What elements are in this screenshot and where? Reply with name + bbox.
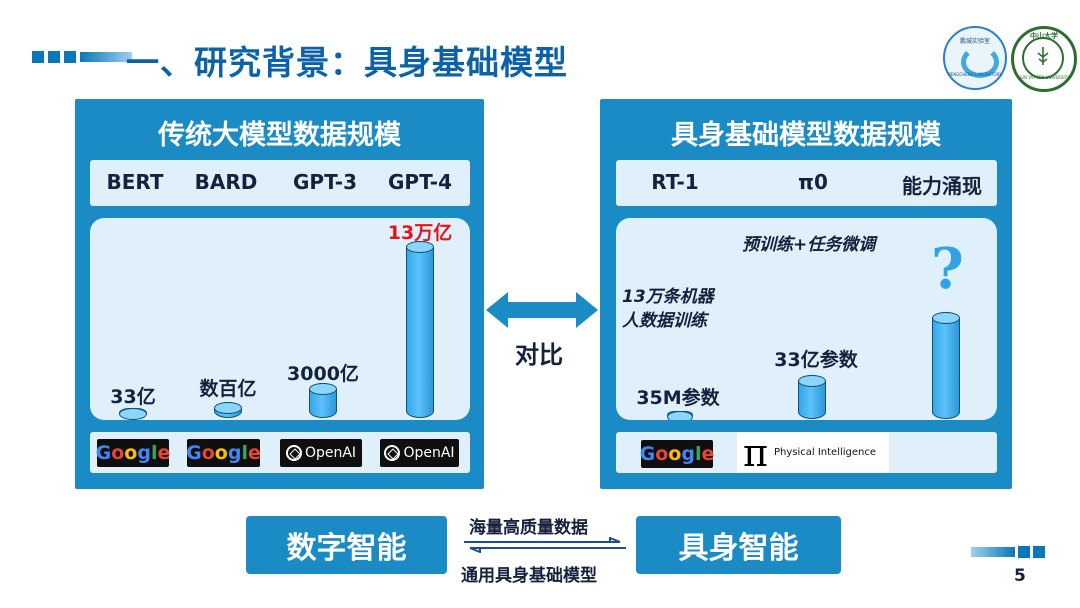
- digital-intelligence-box: 数字智能: [246, 516, 447, 574]
- openai-knot-icon: [285, 445, 302, 461]
- google-logo-text: Google: [639, 443, 715, 465]
- left-model-names: BERT BARD GPT-3 GPT-4: [90, 160, 470, 206]
- arrow-bottom-label: 通用具身基础模型: [461, 566, 597, 586]
- sysu-ring: [1022, 37, 1064, 79]
- lab-swirl-icon: [961, 46, 999, 78]
- scale-label-rt1: 35M参数: [636, 387, 720, 409]
- scale-label-gpt4: 13万亿: [387, 222, 453, 244]
- google-logo: Google: [186, 439, 261, 467]
- annotation-robot-data-1: 13万条机器: [622, 287, 714, 307]
- header-decoration: [32, 51, 132, 63]
- lab-logo-en: PENGCHENG LABORATORY: [948, 72, 1002, 77]
- openai-logo: OpenAI: [380, 439, 459, 467]
- page-number: 5: [1014, 566, 1026, 586]
- cylinder-pi0: [798, 375, 826, 419]
- model-name-bert: BERT: [106, 170, 164, 194]
- uni-logo-en: SUN YAT-SEN UNIVERSITY: [1018, 75, 1070, 80]
- scale-label-bard: 数百亿: [199, 378, 257, 400]
- right-company-logos: Google π Physical Intelligence: [616, 432, 997, 473]
- arrow-top-label: 海量高质量数据: [469, 518, 588, 538]
- google-logo: Google: [95, 439, 171, 467]
- exchange-arrows-icon: [464, 537, 626, 553]
- model-name-gpt4: GPT-4: [388, 170, 452, 194]
- header-square: [64, 51, 76, 63]
- cylinder-bard: [214, 402, 242, 418]
- openai-knot-icon: [384, 445, 401, 461]
- header-bar: [80, 52, 132, 62]
- right-panel-title: 具身基础模型数据规模: [671, 120, 941, 151]
- scale-label-pi0: 33亿参数: [774, 349, 858, 371]
- openai-logo-text: OpenAI: [304, 445, 357, 461]
- cylinder-bert: [119, 408, 147, 420]
- model-name-emergence: 能力涌现: [902, 174, 982, 198]
- google-logo: Google: [639, 440, 715, 468]
- model-name-pi0: π0: [798, 170, 828, 194]
- cylinder-gpt4: [406, 241, 434, 418]
- google-logo-text: Google: [95, 442, 171, 464]
- openai-logo-text: OpenAI: [403, 445, 455, 461]
- embodied-model-panel: 具身基础模型数据规模 RT-1 π0 能力涌现 预训练+任务微调 13万条机器 …: [600, 99, 1012, 489]
- openai-logo: OpenAI: [280, 439, 362, 467]
- physical-intelligence-logo: π Physical Intelligence: [737, 432, 889, 473]
- footer-square: [1018, 546, 1030, 558]
- annotation-robot-data-2: 人数据训练: [622, 311, 707, 331]
- question-mark-icon: ?: [931, 236, 964, 302]
- left-scale-chart: 33亿 数百亿 3000亿 13万亿: [90, 218, 470, 420]
- embodied-intelligence-box: 具身智能: [636, 516, 841, 574]
- header-square: [48, 51, 60, 63]
- scale-label-bert: 33亿: [110, 386, 156, 408]
- page-title: 一、研究背景：具身基础模型: [126, 43, 568, 82]
- right-model-names: RT-1 π0 能力涌现: [616, 160, 997, 206]
- compare-label: 对比: [515, 341, 563, 369]
- pengcheng-lab-logo: 鹏城实验室 PENGCHENG LABORATORY: [943, 26, 1007, 90]
- cylinder-emergence: [932, 312, 960, 419]
- model-name-rt1: RT-1: [651, 170, 699, 194]
- header-square: [32, 51, 44, 63]
- sysu-emblem-icon: [1037, 47, 1049, 65]
- google-logo-text: Google: [186, 442, 261, 464]
- model-name-gpt3: GPT-3: [293, 170, 357, 194]
- model-name-bard: BARD: [194, 170, 258, 194]
- scale-label-gpt3: 3000亿: [287, 363, 359, 385]
- lab-logo-cn: 鹏城实验室: [959, 38, 990, 45]
- cylinder-rt1: [667, 411, 693, 420]
- left-company-logos: Google Google OpenAI OpenAI: [90, 432, 470, 473]
- physical-intelligence-text: Physical Intelligence: [773, 447, 877, 458]
- annotation-pretrain-finetune: 预训练+任务微调: [742, 235, 876, 255]
- sysu-logo: 中山大学 SUN YAT-SEN UNIVERSITY: [1011, 26, 1077, 92]
- footer-decoration: [971, 546, 1045, 558]
- double-arrow-icon: [486, 292, 598, 328]
- uni-logo-cn: 中山大学: [1030, 32, 1058, 40]
- right-scale-chart: 预训练+任务微调 13万条机器 人数据训练 ? 35M参数 33亿参数: [616, 218, 997, 420]
- traditional-llm-panel: 传统大模型数据规模 BERT BARD GPT-3 GPT-4 33亿 数百亿 …: [75, 99, 484, 489]
- pi-icon: π: [743, 430, 768, 475]
- footer-square: [1033, 546, 1045, 558]
- cylinder-gpt3: [309, 383, 337, 418]
- footer-bar: [971, 547, 1015, 557]
- left-panel-title: 传统大模型数据规模: [158, 120, 401, 151]
